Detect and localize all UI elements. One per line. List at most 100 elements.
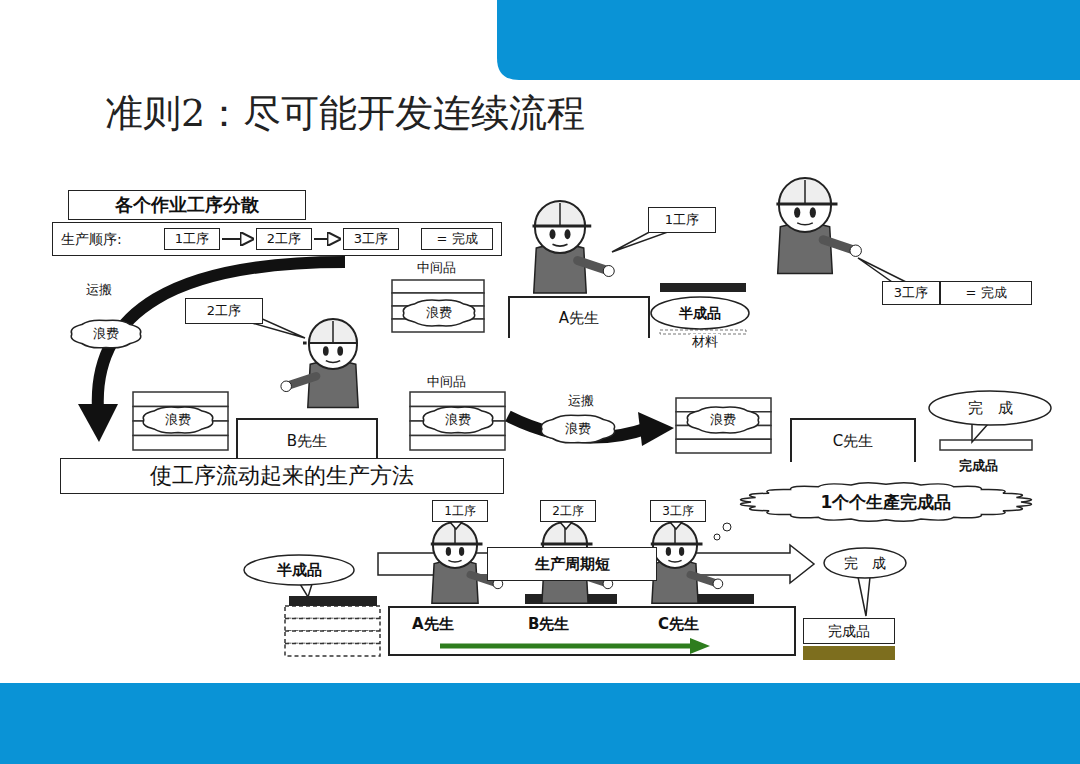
tray-stack — [285, 606, 380, 656]
intermediate-label: 中间品 — [415, 260, 458, 276]
node-text: 浪费 — [165, 412, 191, 428]
process-box: 3工序 — [343, 228, 399, 250]
intermediate-label: 中间品 — [425, 374, 468, 390]
waste-cloud: 浪费 — [420, 405, 496, 435]
worker-eye — [446, 547, 451, 556]
node-text: 1工序 — [444, 504, 476, 518]
tray-stack — [133, 392, 228, 450]
node-text: 完成品 — [828, 623, 870, 640]
node-text: 3工序 — [662, 504, 694, 518]
callout-oval: 半成品 — [243, 554, 355, 586]
slide-title: 准则2：尽可能开发连续流程 — [105, 88, 585, 139]
waste-cloud: 浪费 — [140, 405, 216, 435]
node-text: 2工序 — [207, 303, 241, 319]
transport-label: 运搬 — [566, 393, 596, 409]
node-text: 2工序 — [267, 231, 301, 247]
speech-bubble: 3工序 — [650, 500, 706, 522]
callout-tail — [670, 522, 682, 529]
worker-eye — [679, 547, 684, 556]
node-text: 半成品 — [679, 305, 721, 322]
flow-line-table: A先生 B先生 C先生 — [388, 606, 796, 656]
finished-product — [803, 646, 895, 660]
worker-arm — [287, 376, 316, 386]
thought-cloud: 1个个生產完成品 — [736, 481, 1036, 523]
waste-cloud: 浪费 — [400, 298, 478, 328]
speech-bubble: 2工序 — [185, 298, 263, 324]
tray — [410, 392, 505, 407]
callout-tail — [300, 584, 312, 597]
worker-mouth — [668, 560, 681, 562]
node-text: C先生 — [658, 615, 699, 633]
result-box: = 完成 — [421, 228, 493, 250]
node-text: = 完成 — [965, 285, 1006, 301]
cap-brim — [776, 203, 837, 206]
oval-shape — [824, 548, 906, 578]
cap-brim — [533, 225, 592, 228]
worker-cap — [433, 522, 477, 544]
worker-arm — [690, 575, 716, 584]
heading-box: 各个作业工序分散 — [68, 190, 306, 220]
worker-eye — [337, 346, 343, 356]
cloud-shape — [741, 483, 1032, 522]
cloud-shape — [143, 407, 213, 433]
node-text: A先生 — [412, 615, 454, 633]
process-box: 2工序 — [256, 228, 312, 250]
cap-brim — [431, 543, 483, 546]
cap-brim — [303, 342, 307, 345]
oval-shape — [244, 555, 354, 585]
node-text: 浪费 — [445, 412, 471, 428]
node-text: 半成品 — [277, 561, 322, 579]
cap-brim — [651, 543, 703, 546]
node-text: 生产顺序: — [61, 231, 122, 248]
worker-arm — [578, 261, 608, 271]
worker-eye — [550, 229, 556, 239]
tray-stack — [410, 392, 505, 450]
callout-tail — [972, 424, 988, 442]
cloud-shape — [541, 415, 614, 443]
worker-hand — [603, 266, 614, 277]
node-text: 1工序 — [665, 212, 699, 228]
flow-arrow — [440, 644, 692, 649]
tray — [133, 392, 228, 407]
callout-oval: 完 成 — [928, 390, 1052, 426]
callout-tail — [450, 522, 462, 529]
callout-tail — [560, 522, 572, 529]
heading-box: 使工序流动起来的生产方法 — [60, 458, 504, 494]
arrow-head — [638, 412, 674, 446]
worker-figure — [533, 201, 615, 293]
callout-tail — [858, 577, 870, 616]
worker-mouth — [797, 223, 813, 225]
flow-arrow — [222, 238, 253, 240]
speech-bubble: 1工序 — [432, 500, 488, 522]
worker-mouth — [448, 560, 461, 562]
node-text: 浪费 — [426, 305, 452, 321]
cloud-shape — [403, 300, 474, 326]
worker-cap — [309, 319, 357, 343]
speech-bubble: 3工序 — [882, 281, 940, 305]
cloud-shape — [687, 407, 758, 433]
node-text: 完 成 — [844, 555, 886, 572]
speech-bubble: 2工序 — [540, 500, 596, 522]
worker-cap — [653, 522, 697, 544]
node-text: B先生 — [528, 615, 569, 633]
tray — [940, 440, 1032, 450]
tray — [285, 606, 380, 619]
worker-eye — [794, 207, 800, 217]
node-text: 浪费 — [93, 326, 119, 342]
worker-figure — [776, 178, 861, 274]
tray — [676, 439, 771, 453]
thought-dot — [723, 523, 731, 531]
cloud-shape — [423, 407, 493, 433]
tray — [660, 283, 746, 292]
tray — [133, 436, 228, 451]
waste-cloud: 浪费 — [68, 318, 144, 350]
transport-label: 运搬 — [84, 282, 114, 298]
node-text: 使工序流动起来的生产方法 — [150, 463, 414, 489]
cloud-shape — [71, 320, 141, 348]
node-text: 生产周期短 — [535, 555, 610, 573]
node-text: A先生 — [559, 309, 599, 327]
node-text: 3工序 — [894, 285, 928, 301]
oval-shape — [651, 297, 749, 329]
worker-hand — [713, 579, 723, 589]
